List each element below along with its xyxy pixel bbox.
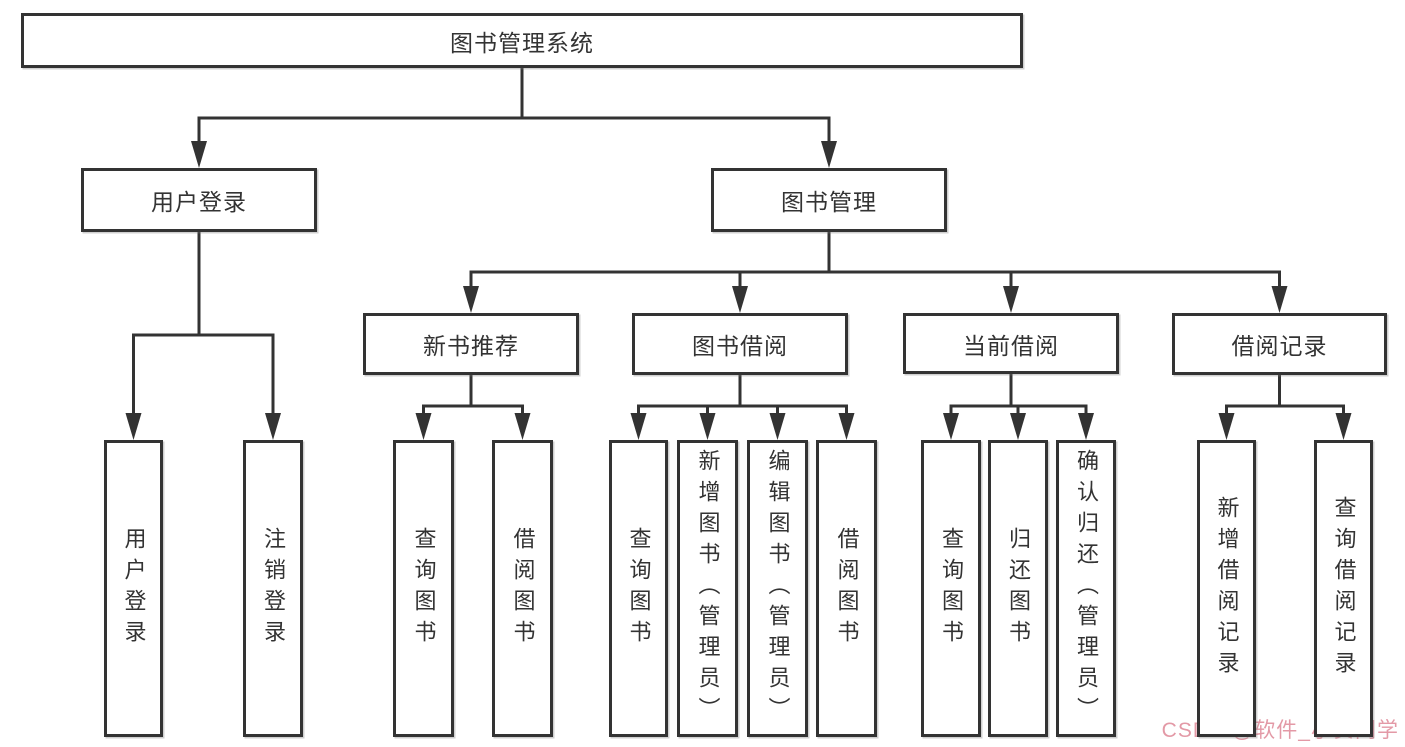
node-leaf-bb-add: 新增图书（管理员） xyxy=(677,440,738,737)
node-leaf-bb-edit: 编辑图书（管理员） xyxy=(747,440,808,737)
node-leaf-cb-confirm: 确认归还（管理员） xyxy=(1056,440,1116,737)
node-root: 图书管理系统 xyxy=(21,13,1023,68)
node-leaf-user-login: 用户登录 xyxy=(104,440,163,737)
node-leaf-cb-return: 归还图书 xyxy=(988,440,1048,737)
node-book-borrow: 图书借阅 xyxy=(632,313,848,375)
node-current-borrow: 当前借阅 xyxy=(903,313,1119,374)
node-leaf-bb-borrow: 借阅图书 xyxy=(816,440,877,737)
node-leaf-nb-query: 查询图书 xyxy=(393,440,454,737)
node-leaf-nb-borrow: 借阅图书 xyxy=(492,440,553,737)
node-user-login: 用户登录 xyxy=(81,168,317,232)
node-leaf-bb-query: 查询图书 xyxy=(609,440,668,737)
node-leaf-cb-query: 查询图书 xyxy=(921,440,981,737)
node-leaf-logout: 注销登录 xyxy=(243,440,303,737)
node-borrow-records: 借阅记录 xyxy=(1172,313,1387,375)
node-leaf-br-query: 查询借阅记录 xyxy=(1314,440,1373,737)
node-book-mgmt: 图书管理 xyxy=(711,168,947,232)
node-leaf-br-add: 新增借阅记录 xyxy=(1197,440,1256,737)
node-new-books: 新书推荐 xyxy=(363,313,579,375)
